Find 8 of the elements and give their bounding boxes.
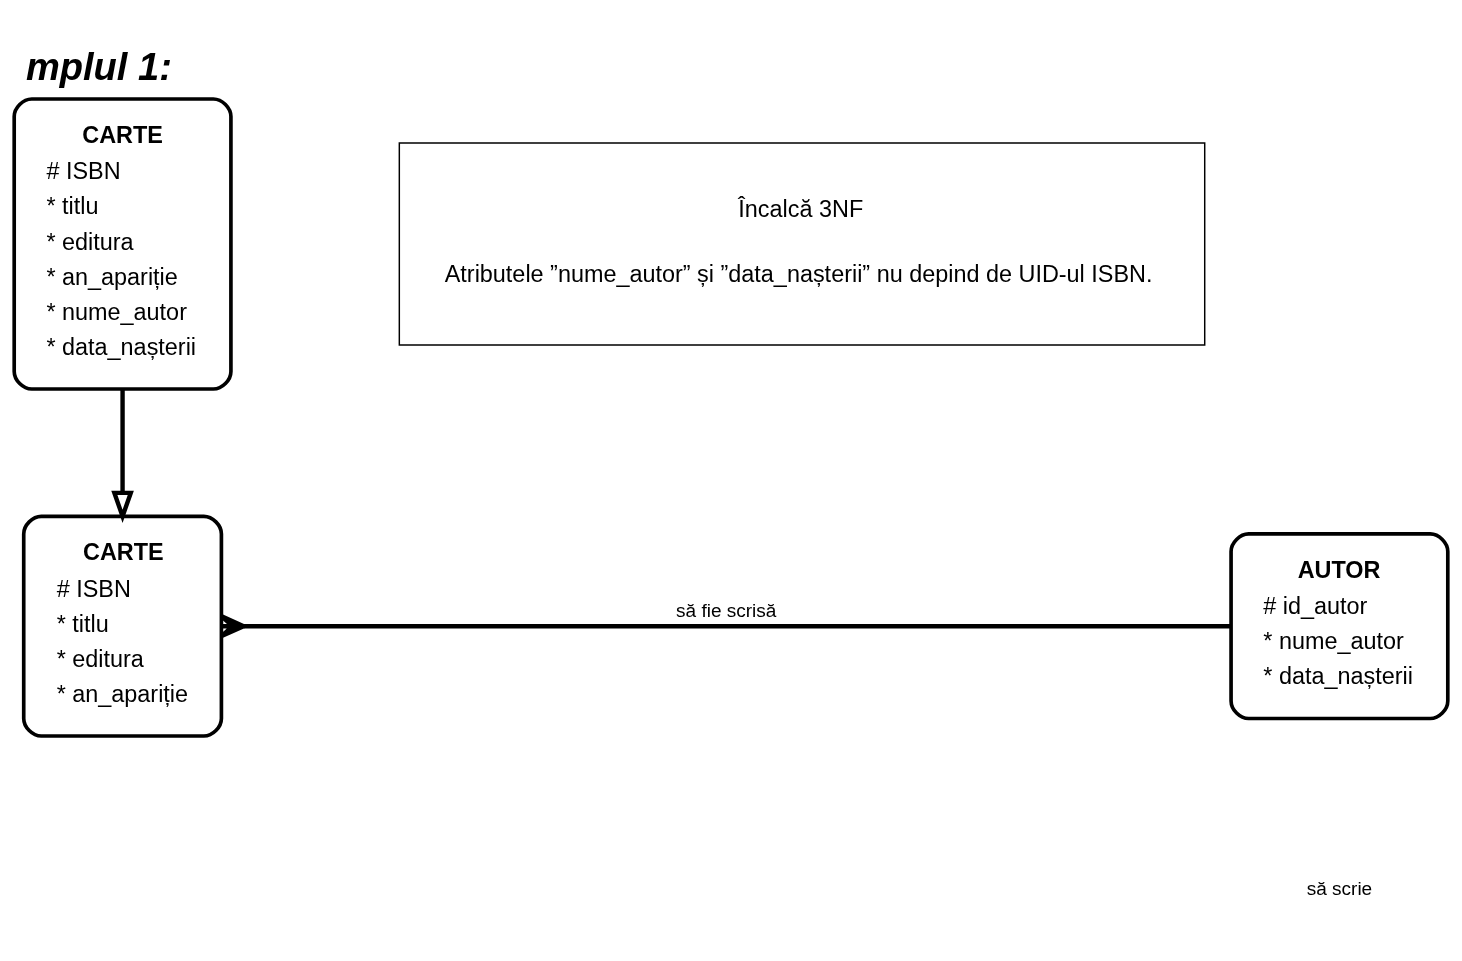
node-box: CARTE # ISBN * titlu * editura * an_apariție xyxy=(21,514,224,738)
diagram-title: mplul 1: xyxy=(25,45,172,88)
node-box: AUTOR # id_autor * nume_autor * data_nașterii xyxy=(1229,532,1450,721)
node-box: CARTE # ISBN * titlu * editura * an_apariție * nume_autor * data_nașterii xyxy=(12,97,233,391)
node-box: Încalcă 3NF Atributele ”nume_autor” și ”data_nașterii” nu depind de UID-ul ISBN. xyxy=(398,142,1206,346)
edge-label: să fie scrisă xyxy=(676,599,777,621)
label: să scrie xyxy=(1306,877,1373,899)
arrow xyxy=(111,389,134,523)
